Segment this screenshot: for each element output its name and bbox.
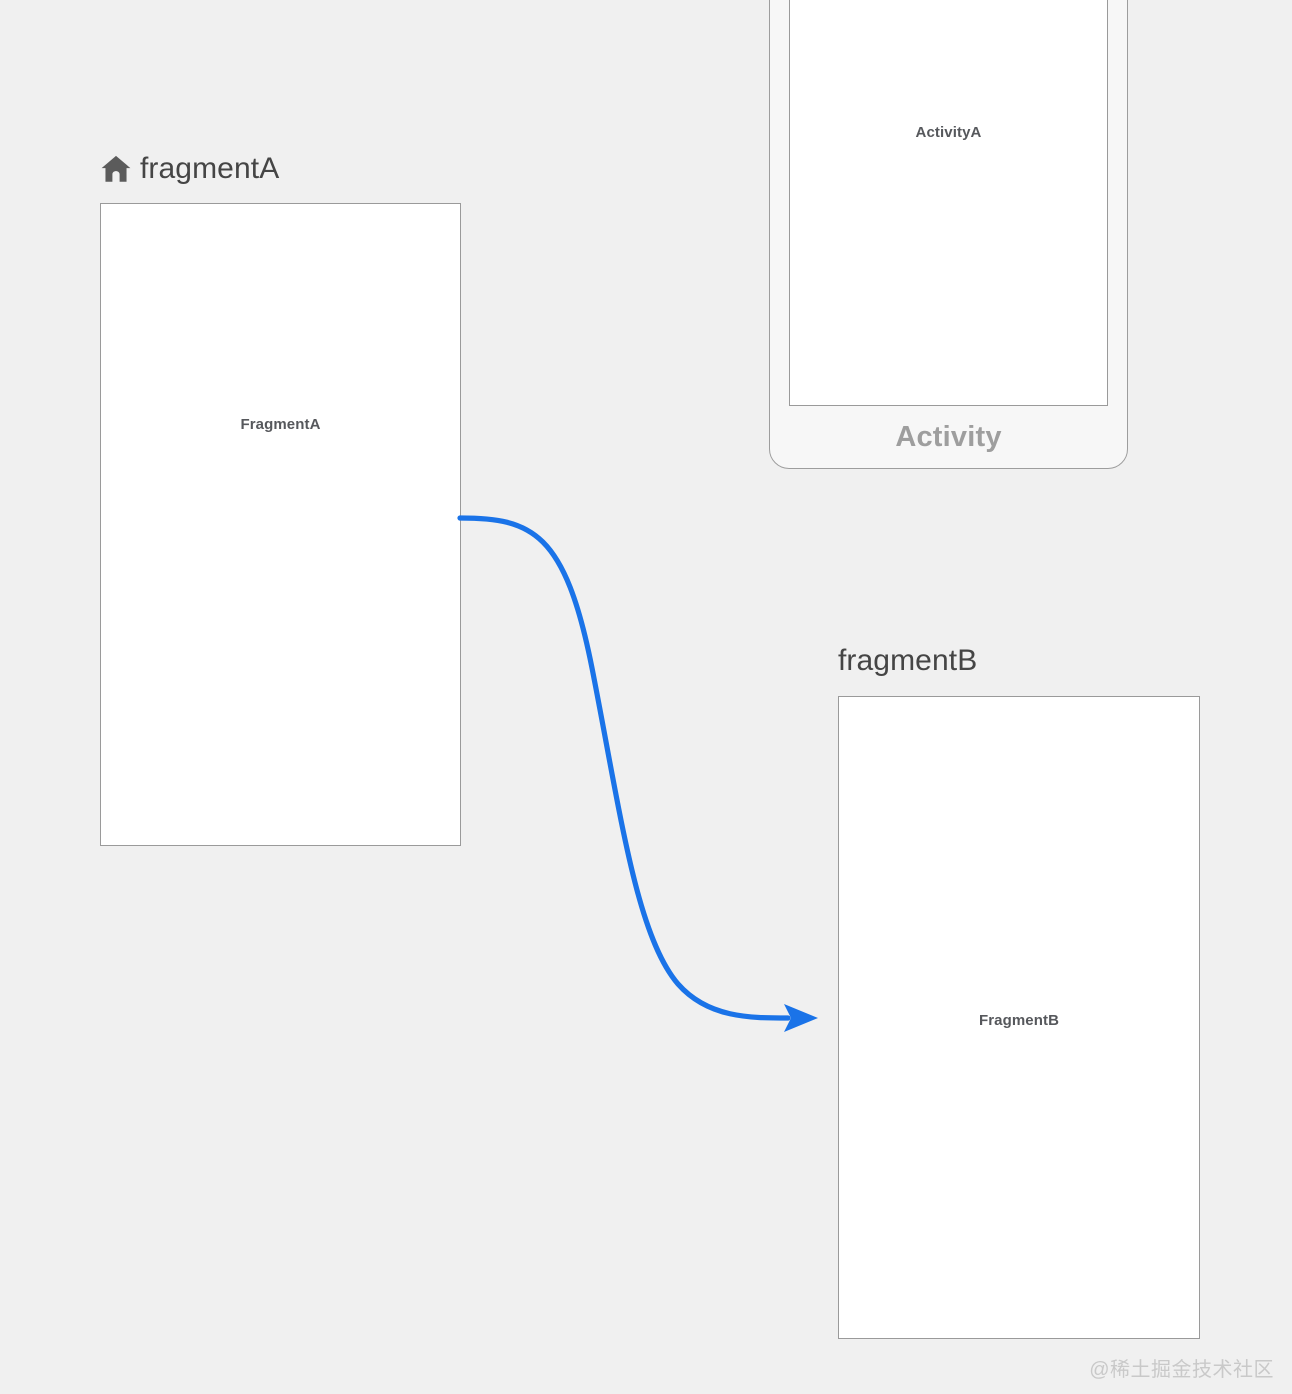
navigation-action-arrow[interactable] [440,480,860,1060]
activity-screen-preview: ActivityA [789,0,1108,406]
activity-destination-card[interactable]: ActivityA Activity [769,0,1128,469]
destination-label-fragmentb[interactable]: fragmentB [838,644,977,678]
destination-label-text-fragmentb: fragmentB [838,644,978,677]
destination-preview-text-fragmenta: FragmentA [240,416,321,433]
destination-label-fragmenta[interactable]: fragmentA [100,152,279,186]
home-icon [100,154,132,184]
destination-preview-text-fragmentb: FragmentB [978,1012,1060,1029]
watermark: @稀土掘金技术社区 [1089,1359,1274,1381]
activity-card-caption: Activity [895,421,1002,453]
destination-label-text-fragmenta: fragmentA [140,152,280,185]
destination-preview-fragmentb[interactable]: FragmentB [838,696,1200,1339]
arrowhead-icon [784,1004,818,1032]
activity-screen-label: ActivityA [915,124,982,141]
destination-preview-fragmenta[interactable]: FragmentA [100,203,461,846]
